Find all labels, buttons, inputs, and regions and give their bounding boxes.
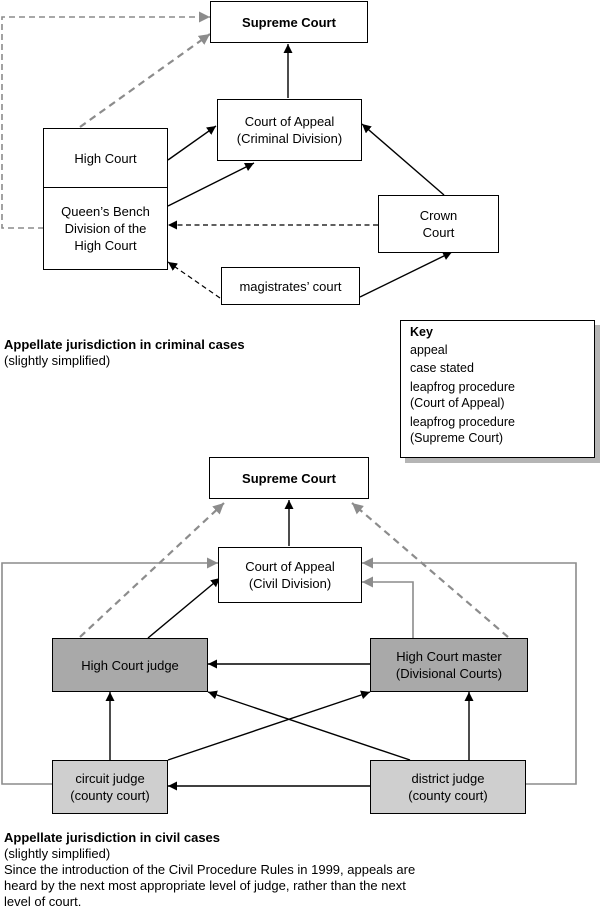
criminal-supreme-court-label: Supreme Court [242,14,336,30]
queens-bench-line3: High Court [74,238,137,253]
key-leapfrog-sc-line2: (Supreme Court) [410,431,504,445]
high-court-judge-label: High Court judge [81,657,179,673]
high-court-master-box: High Court master (Divisional Courts) [370,638,528,692]
key-leapfrog-sc-label: leapfrog procedure (Supreme Court) [410,414,515,446]
civil-supreme-court-label: Supreme Court [242,470,336,486]
arrow-highcourt-to-ca [167,125,217,161]
civil-arrow-hcjudge-to-ca [147,577,221,639]
arrow-mag-to-qbd-case-stated [167,261,221,299]
arrow-crown-to-ca [361,123,445,196]
civil-caption: Appellate jurisdiction in civil cases (s… [4,830,415,910]
civil-arrow-circuit-to-master [167,690,371,761]
arrow-qbd-to-ca [167,162,255,207]
crown-court-line2: Court [422,225,455,240]
civil-arrow-district-to-hcjudge [207,690,411,761]
circuit-judge-box: circuit judge (county court) [52,760,168,814]
key-leapfrog-ca-label: leapfrog procedure (Court of Appeal) [410,379,515,411]
queens-bench-box: Queen’s Bench Division of the High Court [43,187,168,270]
civil-caption-note-3: level of court. [4,894,82,909]
magistrates-court-label: magistrates’ court [239,278,342,294]
civil-caption-note-2: heard by the next most appropriate level… [4,878,406,893]
civil-arrow-circuit-leapfrog-ca [1,557,218,785]
key-appeal-label: appeal [410,343,448,357]
queens-bench-line1: Queen’s Bench [61,204,150,219]
circuit-judge-line2: (county court) [70,788,150,803]
key-legend: Key appeal case stated leapfrog procedur… [400,320,595,458]
civil-court-of-appeal-box: Court of Appeal (Civil Division) [218,547,362,603]
key-leapfrog-sc-line1: leapfrog procedure [410,415,515,429]
key-leapfrog-ca-line1: leapfrog procedure [410,380,515,394]
criminal-caption: Appellate jurisdiction in criminal cases… [4,337,245,369]
criminal-court-of-appeal-line2: (Criminal Division) [236,131,343,146]
high-court-label: High Court [74,150,137,166]
civil-court-of-appeal-line2: (Civil Division) [248,576,332,591]
high-court-master-line1: High Court master [396,649,502,664]
magistrates-court-box: magistrates’ court [221,267,360,305]
civil-caption-sub: (slightly simplified) [4,846,111,861]
civil-arrow-master-leapfrog-supreme [351,502,509,638]
key-case-stated-label: case stated [410,361,474,375]
key-title: Key [410,325,433,339]
crown-court-line1: Crown [419,208,458,223]
criminal-caption-sub: (slightly simplified) [4,353,111,368]
key-leapfrog-ca-line2: (Court of Appeal) [410,396,505,410]
crown-court-box: Crown Court [378,195,499,253]
arrow-qbd-leapfrog-supreme [1,11,210,229]
civil-court-of-appeal-line1: Court of Appeal [245,559,335,574]
district-judge-box: district judge (county court) [370,760,526,814]
criminal-court-of-appeal-box: Court of Appeal (Criminal Division) [217,99,362,161]
civil-supreme-court-box: Supreme Court [209,457,369,499]
civil-caption-title: Appellate jurisdiction in civil cases [4,830,221,845]
criminal-caption-title: Appellate jurisdiction in criminal cases [4,337,245,352]
arrow-mag-to-crown [359,251,453,298]
criminal-court-of-appeal-line1: Court of Appeal [244,114,335,129]
civil-arrow-hcjudge-leapfrog-supreme [79,502,225,638]
arrow-highcourt-leapfrog-supreme [79,33,211,128]
district-judge-line1: district judge [411,771,485,786]
civil-arrow-master-leapfrog-ca [362,576,414,638]
circuit-judge-line1: circuit judge [75,771,145,786]
high-court-judge-box: High Court judge [52,638,208,692]
civil-caption-note-1: Since the introduction of the Civil Proc… [4,862,416,877]
civil-arrow-district-leapfrog-ca [362,557,577,785]
criminal-supreme-court-box: Supreme Court [210,1,368,43]
queens-bench-line2: Division of the [64,221,147,236]
district-judge-line2: (county court) [408,788,488,803]
high-court-box: High Court [43,128,168,188]
high-court-master-line2: (Divisional Courts) [395,666,503,681]
